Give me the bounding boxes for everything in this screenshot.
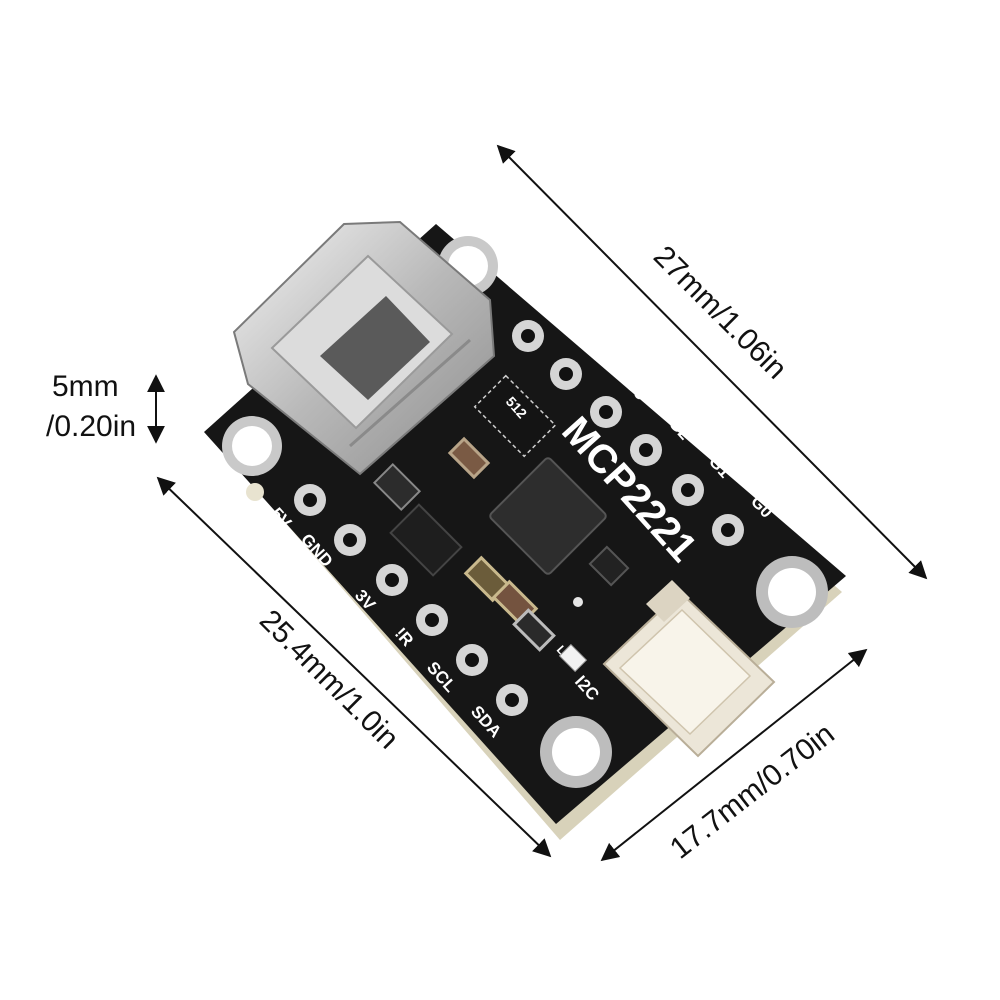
thickness-label-line1: 5mm bbox=[52, 370, 119, 403]
dimension-lines bbox=[147, 144, 928, 862]
width-arrow bbox=[600, 648, 868, 862]
thickness-label-line2: /0.20in bbox=[46, 410, 136, 443]
length-diagonal-arrow bbox=[496, 144, 928, 580]
fiducial-dot bbox=[246, 483, 264, 501]
mounting-holes bbox=[222, 236, 828, 788]
status-led bbox=[558, 643, 588, 673]
length-side-arrow bbox=[156, 476, 552, 858]
length-diagonal-label: 27mm/1.06in bbox=[647, 240, 793, 386]
usb-c-port bbox=[232, 220, 496, 476]
